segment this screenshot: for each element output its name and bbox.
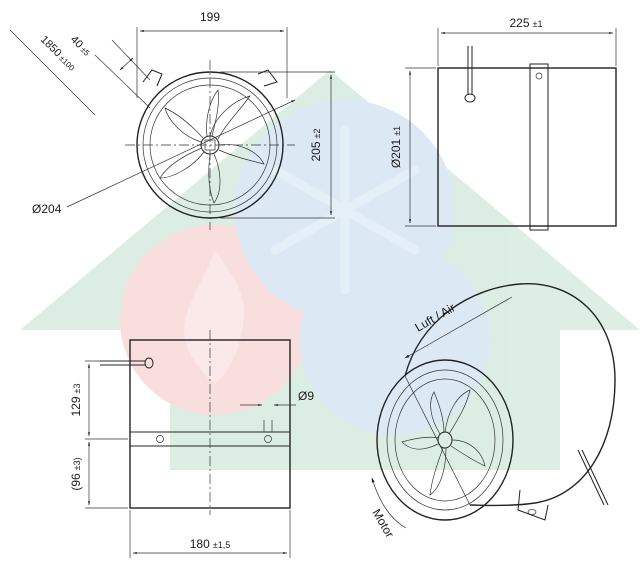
dim-line-cable-length [9, 29, 96, 116]
side-length-dim: 225±1 [510, 16, 543, 30]
iso-cable [577, 449, 605, 506]
side-cable-gland [464, 93, 476, 103]
iso-housing-rim [386, 369, 504, 511]
side-view: 225±1 Ø201±1 [389, 16, 617, 231]
bottom-clamp-hole-left [156, 435, 164, 443]
side-housing [437, 67, 617, 227]
iso-housing-back [404, 283, 616, 507]
motor-rotation-arrow [371, 477, 407, 529]
bottom-clamp-hole-right [264, 435, 272, 443]
watermark-snowflake-icon [270, 125, 420, 295]
front-height-dim: 205±2 [309, 129, 323, 162]
dim-line-lead-offset [119, 57, 134, 71]
front-mount-tab-right [257, 69, 278, 87]
watermark-logo [20, 70, 640, 470]
front-width-dim: 199 [200, 10, 220, 24]
front-cable-line-a [94, 54, 151, 109]
motor-label: Motor [369, 507, 396, 541]
front-diameter-dim: Ø204 [32, 202, 62, 216]
iso-housing-front [376, 359, 514, 521]
front-impeller-blades [159, 89, 265, 204]
bottom-view: 129±3 (96±3) Ø9 180±1,5 [69, 330, 314, 558]
iso-mount-bracket [517, 489, 549, 521]
side-diameter-dim: Ø201±1 [389, 126, 403, 168]
airflow-arrow [404, 296, 513, 359]
dim-line-front-diameter [66, 99, 296, 208]
watermark-flame-icon [184, 250, 244, 385]
bottom-upper-dim: 129±3 [69, 384, 83, 417]
hole-dim: Ø9 [298, 389, 314, 403]
front-mount-tab-left [142, 69, 163, 87]
bottom-cable-gland [144, 357, 154, 369]
side-clamp-band [529, 63, 549, 231]
lead-offset-dim: 40±5 [68, 34, 93, 59]
bottom-lower-dim: (96±3) [69, 457, 83, 490]
bottom-width-dim: 180±1,5 [190, 537, 230, 551]
iso-impeller-blades [401, 389, 486, 496]
side-clamp-screw [535, 72, 543, 80]
